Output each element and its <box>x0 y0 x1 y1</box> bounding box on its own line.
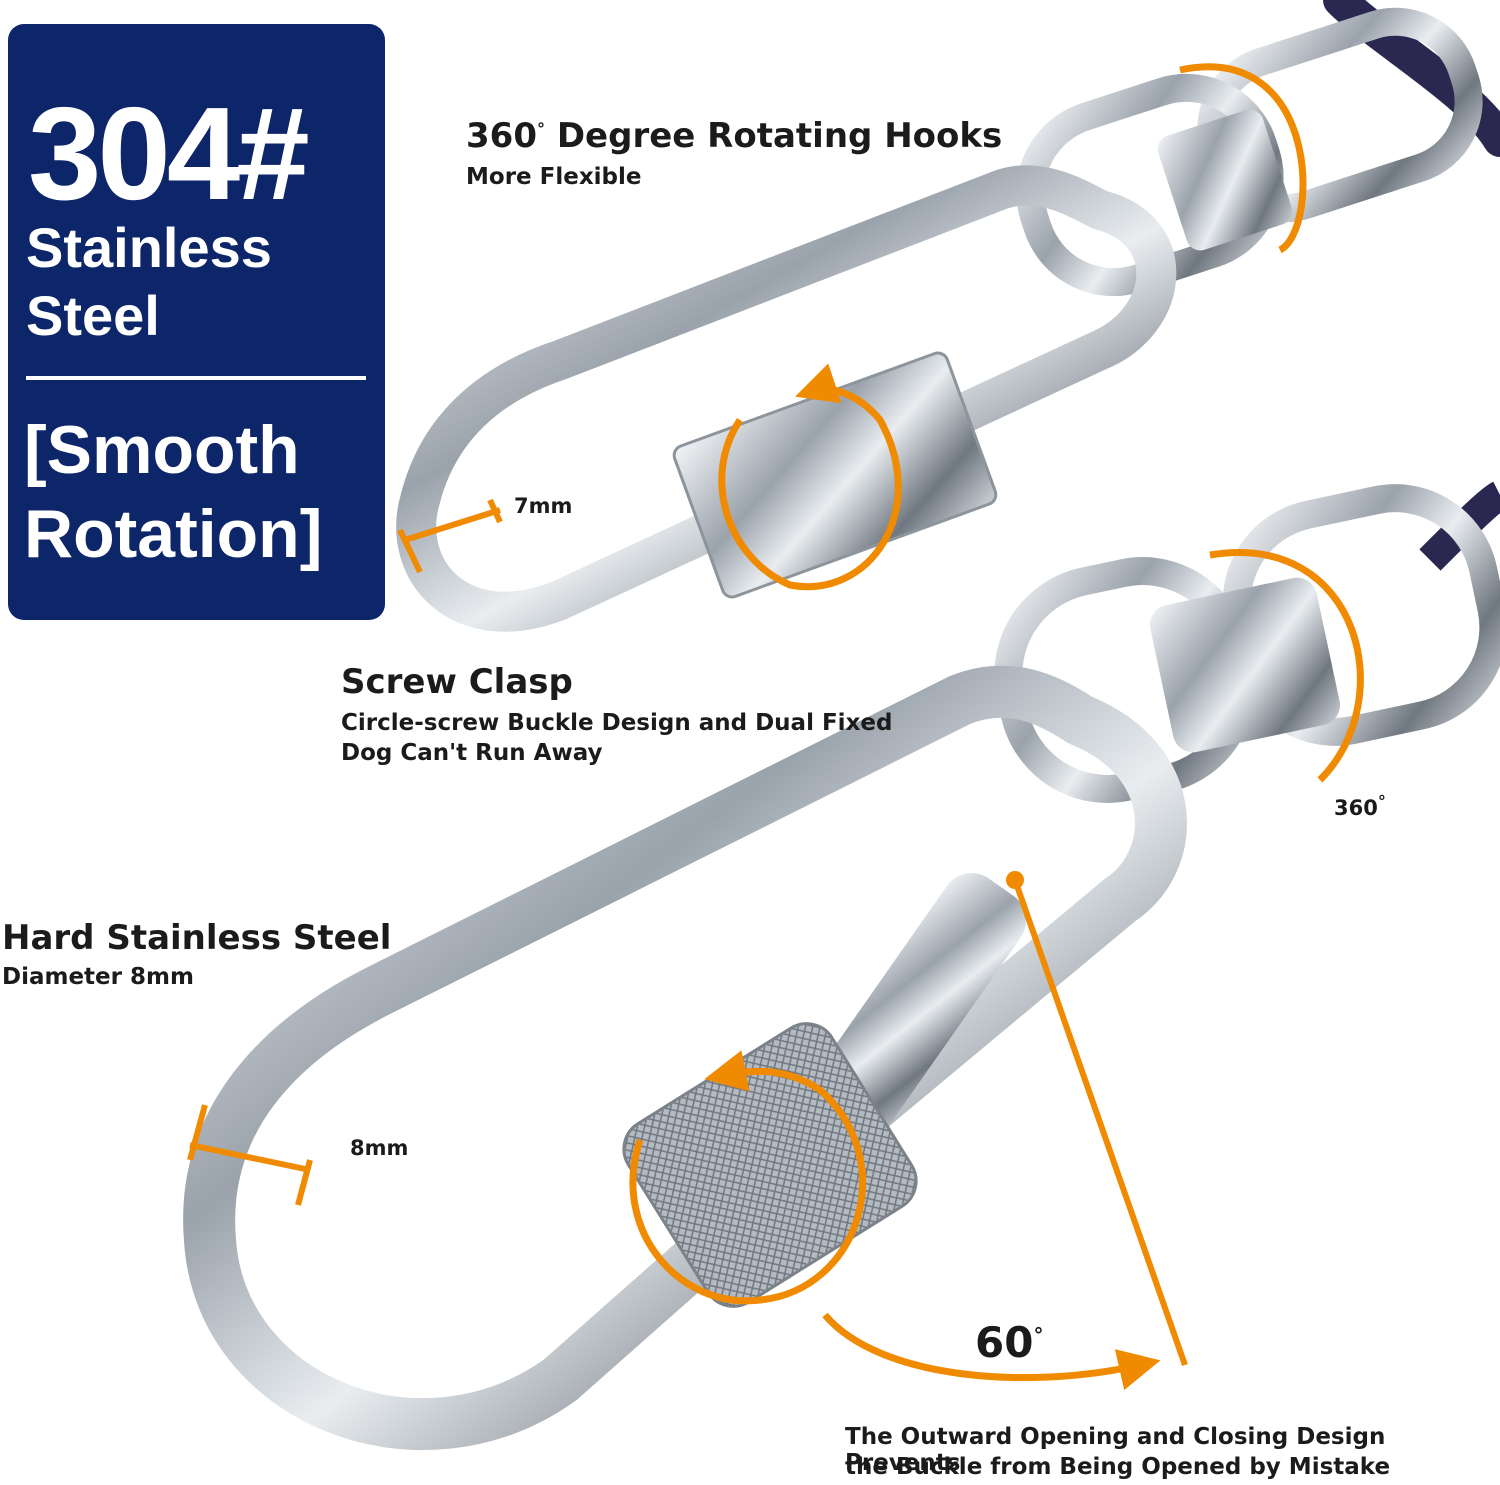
measure-line-7mm <box>397 498 503 574</box>
gate-angle-lines <box>822 871 1188 1391</box>
rotating-hooks-degree: 360 <box>466 116 537 156</box>
gate-angle-label: 60° <box>975 1318 1043 1367</box>
screw-clasp-line-1: Circle-screw Buckle Design and Dual Fixe… <box>341 710 893 736</box>
degree-symbol: ° <box>536 119 545 139</box>
swivel-degree-value: 360 <box>1334 796 1378 820</box>
upper-swivel <box>1016 7 1483 297</box>
opening-design-line-2: the Buckle from Being Opened by Mistake <box>845 1454 1391 1480</box>
gate-angle-value: 60 <box>975 1318 1034 1367</box>
badge-line-1: Stainless <box>26 216 272 279</box>
badge-line-4: Rotation] <box>24 496 323 572</box>
rotation-arc-upper-swivel <box>1179 63 1307 254</box>
degree-symbol: ° <box>1377 792 1386 811</box>
rotation-arc-lock-sleeve <box>629 1050 867 1305</box>
measure-label-7mm: 7mm <box>514 494 573 518</box>
swivel-degree-label: 360° <box>1334 792 1386 820</box>
screw-clasp-line-2: Dog Can't Run Away <box>341 740 603 766</box>
cable-lower <box>1419 481 1500 571</box>
rotation-arc-lower-swivel <box>1209 549 1364 783</box>
material-badge: 304# Stainless Steel [Smooth Rotation] <box>8 24 385 620</box>
lower-swivel <box>994 484 1500 803</box>
rotating-hooks-subtitle: More Flexible <box>466 164 642 190</box>
lower-carabiner <box>183 665 1187 1451</box>
badge-divider <box>26 376 366 380</box>
rotating-hooks-title: 360° Degree Rotating Hooks <box>466 116 1002 156</box>
measure-line-8mm <box>187 1104 313 1206</box>
badge-line-2: Steel <box>26 284 160 347</box>
screw-clasp-title: Screw Clasp <box>341 662 573 702</box>
measure-label-8mm: 8mm <box>350 1136 409 1160</box>
hard-steel-subtitle: Diameter 8mm <box>2 964 194 990</box>
hard-steel-title: Hard Stainless Steel <box>2 918 392 958</box>
cable-upper <box>1323 0 1500 157</box>
badge-line-3: [Smooth <box>24 412 300 488</box>
rotating-hooks-text: Degree Rotating Hooks <box>556 116 1003 156</box>
opening-design-line-1: The Outward Opening and Closing Design P… <box>845 1424 1386 1476</box>
badge-number: 304# <box>28 80 310 227</box>
degree-symbol: ° <box>1033 1323 1044 1347</box>
rotation-arc-upper-clasp <box>718 363 902 591</box>
